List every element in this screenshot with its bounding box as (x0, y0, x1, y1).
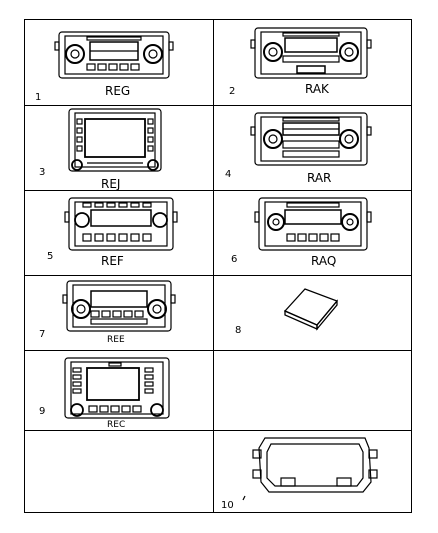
callout-number: 5 (47, 251, 54, 262)
row-divider (25, 430, 411, 431)
radio-ree-drawing (62, 280, 176, 332)
callout-number: 6 (231, 254, 238, 265)
cell-radio-rej: 3 REJ (25, 105, 213, 191)
row-divider (25, 190, 411, 191)
cell-radio-ref: 5 REF (25, 190, 213, 275)
radio-reg-drawing (54, 31, 174, 79)
mounting-bracket-drawing (242, 437, 378, 501)
callout-number: 10 (221, 500, 234, 511)
row-divider (25, 275, 411, 276)
radio-code-label: REC (107, 420, 126, 430)
radio-rak-drawing (250, 27, 372, 79)
callout-number: 9 (39, 406, 46, 417)
cell-part-10: 10 (213, 430, 413, 514)
radio-rej-drawing (68, 108, 162, 172)
radio-code-label: RAK (305, 82, 329, 96)
cell-empty (25, 430, 213, 514)
callout-number: 3 (39, 167, 46, 178)
callout-number: 8 (235, 325, 242, 336)
callout-number: 4 (225, 169, 232, 180)
callout-number: 1 (35, 92, 42, 103)
radio-code-label: REG (105, 84, 131, 98)
cell-radio-raq: 6 RAQ (213, 190, 413, 275)
row-divider (25, 350, 411, 351)
radio-code-label: RAR (307, 171, 332, 185)
callout-number: 7 (39, 329, 46, 340)
radio-code-label: RAQ (311, 254, 337, 268)
parts-diagram-grid: 1 REG 2 RAK (24, 19, 412, 513)
callout-number: 2 (229, 86, 236, 97)
radio-ref-drawing (64, 197, 178, 251)
radio-code-label: REJ (101, 177, 121, 191)
cell-radio-rec: 9 REC (25, 350, 213, 430)
radio-code-label: REE (107, 335, 125, 345)
row-divider (25, 105, 411, 106)
cell-radio-reg: 1 REG (25, 20, 213, 105)
cell-part-8: 8 (213, 275, 413, 350)
radio-code-label: REF (101, 254, 124, 268)
cell-radio-rak: 2 RAK (213, 20, 413, 105)
cell-radio-ree: 7 REE (25, 275, 213, 350)
card-part-drawing (283, 288, 339, 331)
radio-rar-drawing (250, 112, 372, 166)
cell-empty (213, 350, 413, 430)
radio-rec-drawing (64, 357, 170, 419)
radio-raq-drawing (254, 197, 372, 251)
column-divider (213, 20, 214, 512)
cell-radio-rar: 4 RAR (213, 105, 413, 190)
